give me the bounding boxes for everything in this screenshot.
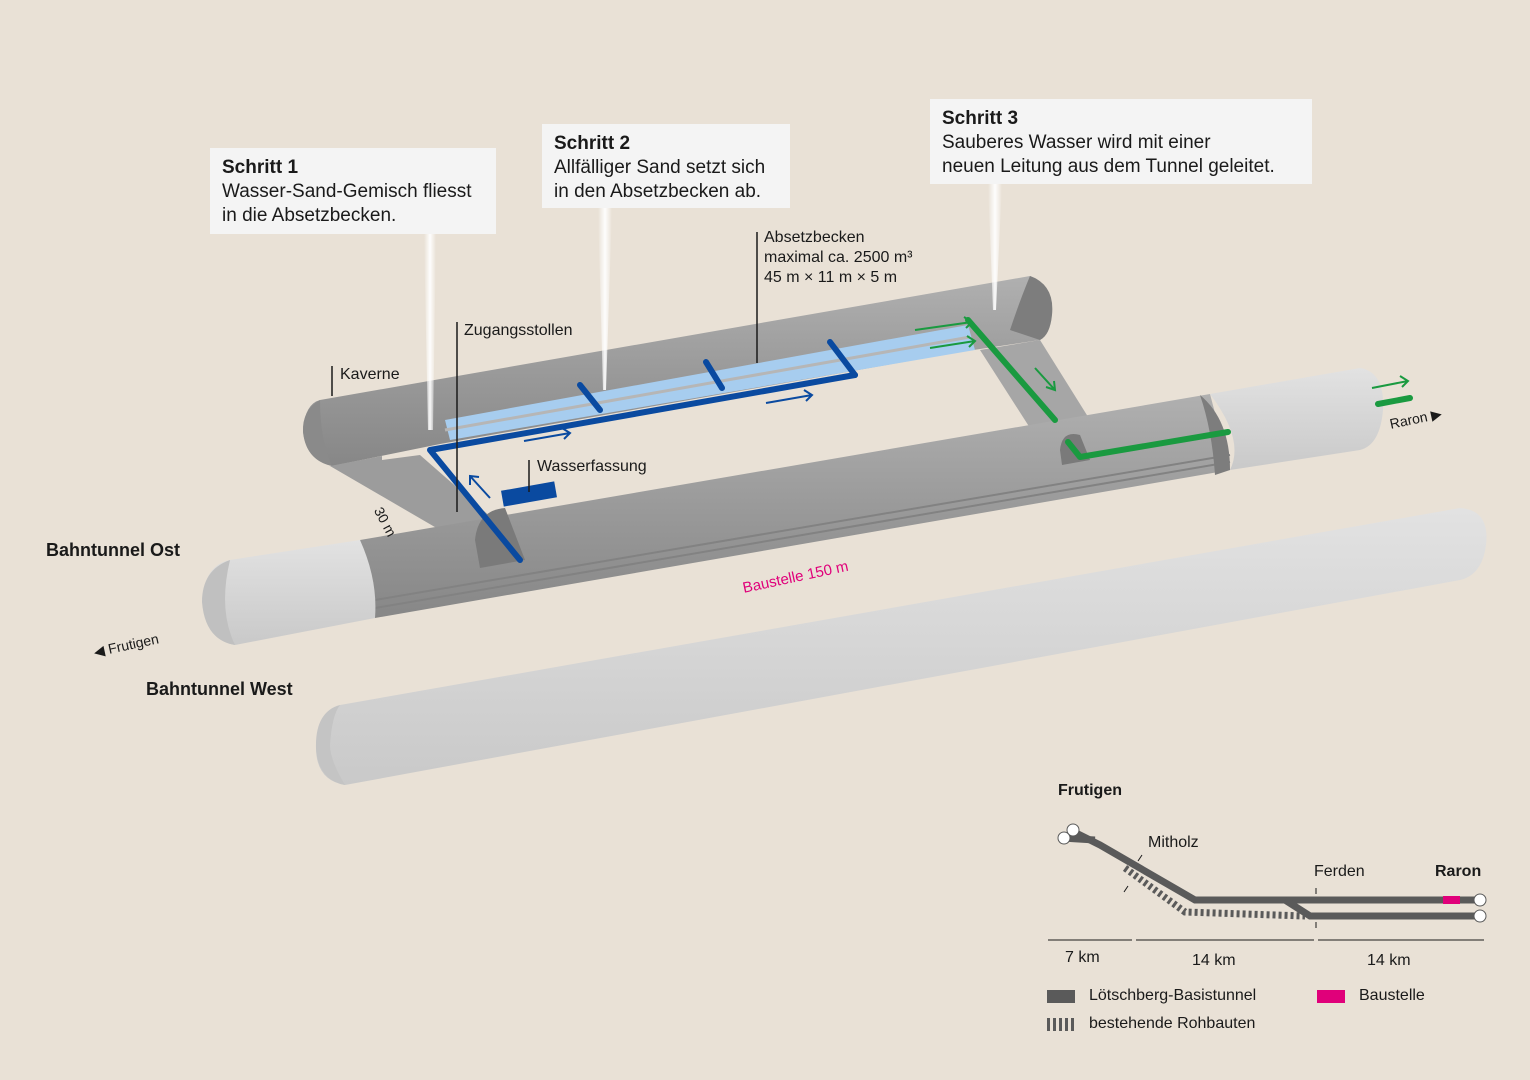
legend-item-existing: bestehende Rohbauten [1047,1015,1255,1033]
cavern-label: Kaverne [340,366,400,383]
segment-length: 14 km [1367,952,1411,969]
water-intake-label: Wasserfassung [537,458,647,475]
basin-label: Absetzbecken maximal ca. 2500 m³ 45 m × … [764,228,913,288]
basin-capacity: maximal ca. 2500 m³ [764,249,913,266]
callout-text: neuen Leitung aus dem Tunnel geleitet. [942,156,1275,177]
map-station-raron: Raron [1435,863,1482,880]
cavern-tunnel [302,276,1053,466]
legend-swatch-magenta [1317,989,1345,1003]
flow-arrows-blue [469,389,814,499]
tunnel-east [202,368,1384,645]
water-pipe-blue [427,339,858,563]
legend-label: Lötschberg-Basistunnel [1089,987,1257,1004]
map-station-ferden: Ferden [1314,863,1365,880]
basin-dimensions: 45 m × 11 m × 5 m [764,269,898,286]
basin-title: Absetzbecken [764,229,865,246]
tunnel-east-label: Bahntunnel Ost [46,540,180,560]
callout-text: in den Absetzbecken ab. [554,181,762,202]
legend-item-tunnel: Lötschberg-Basistunnel [1047,987,1256,1005]
callout-title: Schritt 2 [554,133,631,154]
tunnel-west [315,508,1487,785]
callout-text: Sauberes Wasser wird mit einer [942,132,1211,153]
leader-lines [331,232,758,512]
callout-step-1: Schritt 1 Wasser-Sand-Gemisch fliesst in… [210,148,496,234]
legend-label: bestehende Rohbauten [1089,1015,1256,1032]
segment-length: 7 km [1065,949,1100,966]
callout-text: in die Absetzbecken. [222,205,397,226]
callout-step-3: Schritt 3 Sauberes Wasser wird mit einer… [930,99,1312,184]
legend-item-construction: Baustelle [1317,987,1425,1005]
legend-label: Baustelle [1359,987,1425,1004]
tunnel-west-label: Bahntunnel West [146,679,293,699]
water-pipe-green [965,317,1413,460]
map-station-frutigen: Frutigen [1058,782,1122,799]
legend-swatch-dashed [1047,1017,1075,1031]
legend-swatch-solid [1047,989,1075,1003]
callout-step-2: Schritt 2 Allfälliger Sand setzt sich in… [542,124,790,208]
callout-text: Wasser-Sand-Gemisch fliesst [222,181,472,202]
callout-title: Schritt 1 [222,157,299,178]
callout-title: Schritt 3 [942,108,1019,129]
segment-length: 14 km [1192,952,1236,969]
access-gallery-label: Zugangsstollen [464,322,573,339]
overview-map [1048,823,1487,941]
callout-pointers [424,184,1002,430]
construction-marker [1443,896,1460,904]
water-intake-box [501,481,557,507]
callout-text: Allfälliger Sand setzt sich [554,157,766,178]
flow-arrows-green [914,316,1410,392]
map-station-mitholz: Mitholz [1148,834,1199,851]
